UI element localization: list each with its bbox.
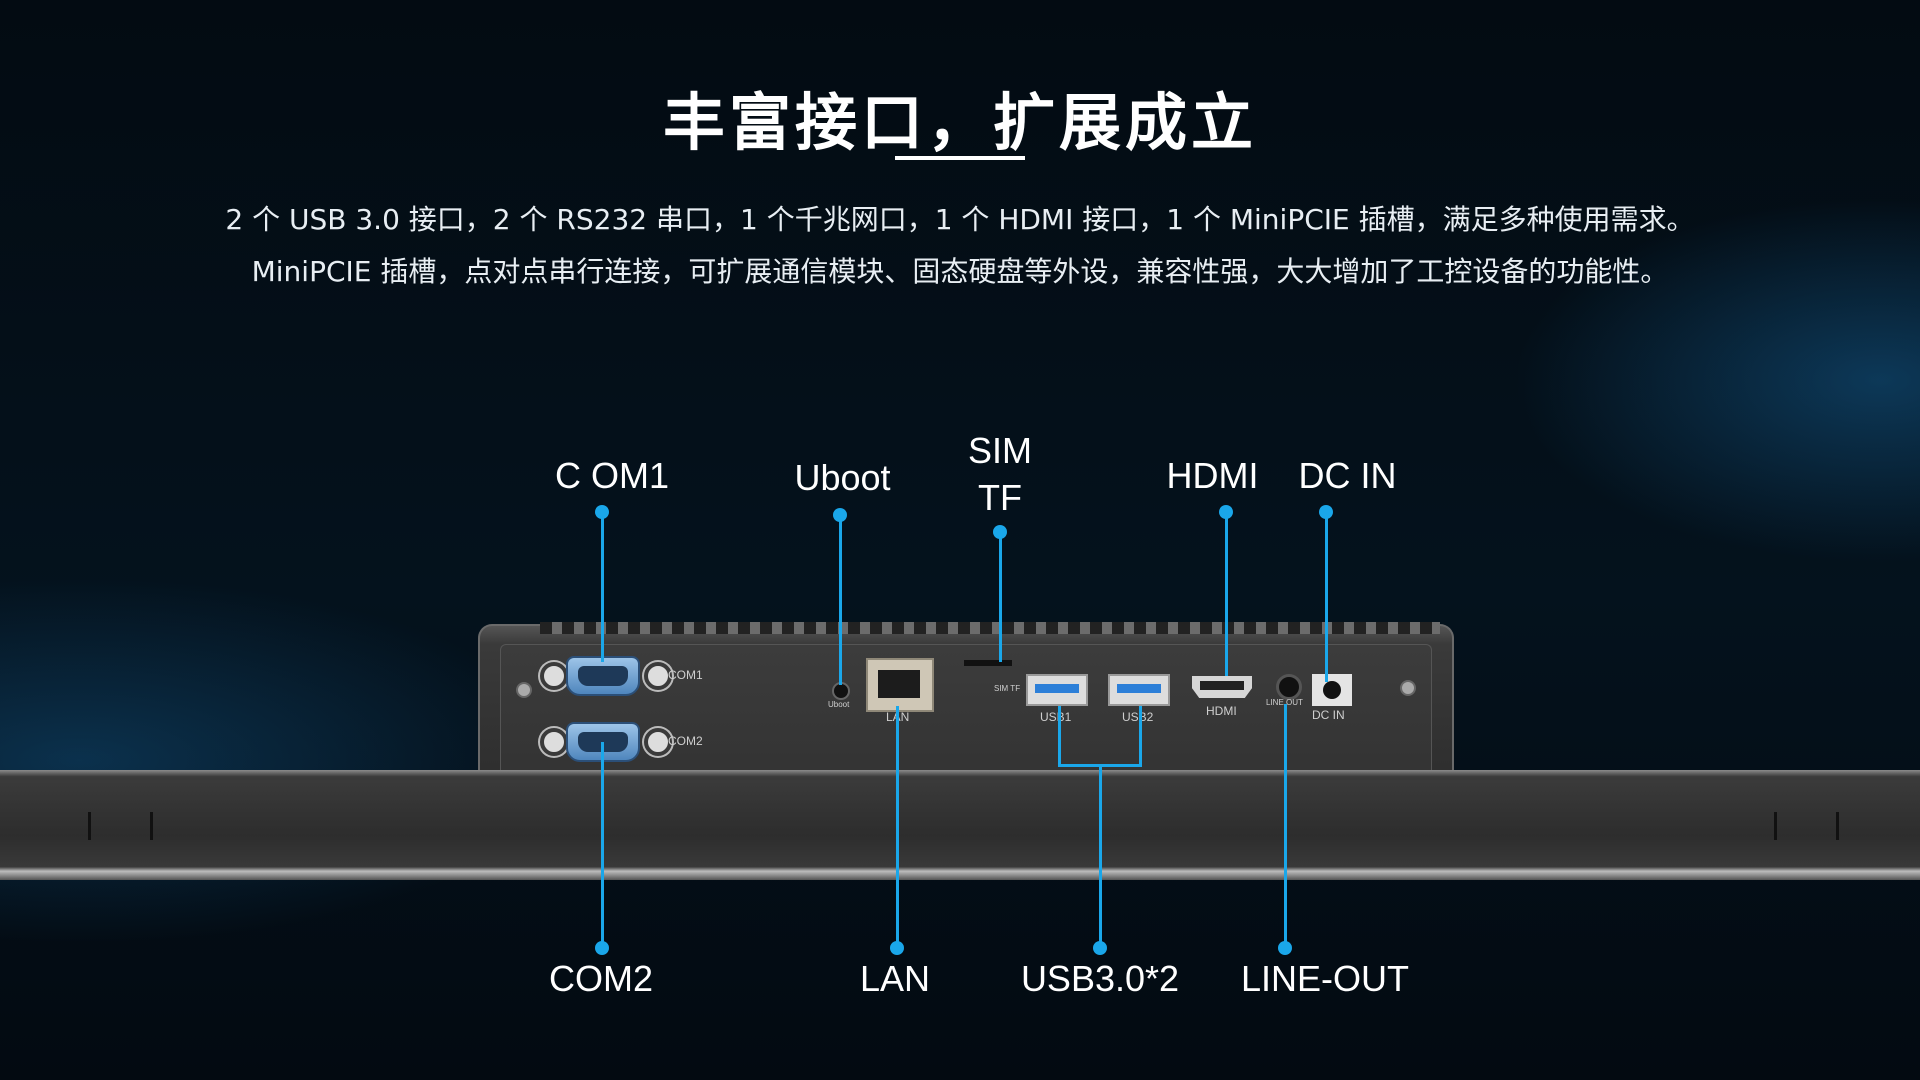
com1-port-icon bbox=[566, 656, 640, 696]
lan-port-icon bbox=[866, 658, 934, 712]
uboot-port-label: Uboot bbox=[828, 700, 850, 709]
base-slot bbox=[1836, 812, 1839, 840]
callout-hdmi-label: HDMI bbox=[1166, 455, 1259, 496]
callout-tf-label: TF bbox=[978, 477, 1022, 518]
usb1-port-icon bbox=[1026, 674, 1088, 706]
dcin-port-label: DC IN bbox=[1312, 708, 1345, 722]
usb2-port-icon bbox=[1108, 674, 1170, 706]
callout-lineout-line bbox=[1284, 704, 1287, 948]
callout-com1-label: C OM1 bbox=[555, 455, 670, 496]
lineout-port-label: LINE OUT bbox=[1266, 698, 1303, 707]
page-title: 丰富接口，扩展成立 bbox=[662, 86, 1257, 159]
screw-icon bbox=[1400, 680, 1416, 696]
callout-hdmi-line bbox=[1225, 512, 1228, 676]
callout-sim-line bbox=[999, 532, 1002, 662]
hdmi-port-label: HDMI bbox=[1206, 704, 1237, 718]
callout-usb-line bbox=[1099, 764, 1102, 948]
description-line-2: MiniPCIE 插槽，点对点串行连接，可扩展通信模块、固态硬盘等外设，兼容性强… bbox=[251, 255, 1669, 288]
standoff-icon bbox=[540, 662, 568, 690]
sim-slot-icon bbox=[964, 660, 1012, 666]
title-underline bbox=[895, 156, 1025, 160]
standoff-icon bbox=[644, 662, 672, 690]
callout-lineout-label: LINE-OUT bbox=[1240, 958, 1409, 999]
com1-port-label: COM1 bbox=[668, 668, 703, 682]
callout-usb-dot bbox=[1093, 941, 1107, 955]
callout-com2-line bbox=[601, 742, 604, 948]
base-slot bbox=[1774, 812, 1777, 840]
callout-uboot-line bbox=[839, 515, 842, 685]
standoff-icon bbox=[644, 728, 672, 756]
description-line-1: 2 个 USB 3.0 接口，2 个 RS232 串口，1 个千兆网口，1 个 … bbox=[225, 203, 1695, 236]
callout-usb2-line bbox=[1139, 706, 1142, 766]
usb2-port-label: USB2 bbox=[1122, 710, 1154, 724]
standoff-icon bbox=[540, 728, 568, 756]
base-slot bbox=[88, 812, 91, 840]
heatsink-fins bbox=[540, 622, 1440, 634]
hdmi-port-icon bbox=[1192, 676, 1252, 698]
callout-usb1-line bbox=[1058, 706, 1061, 766]
callout-com1-line bbox=[601, 512, 604, 662]
callout-sim-label: SIM bbox=[967, 430, 1032, 471]
screw-icon bbox=[516, 682, 532, 698]
base-slot bbox=[150, 812, 153, 840]
callout-com2-label: COM2 bbox=[548, 958, 653, 999]
callout-uboot-label: Uboot bbox=[794, 457, 891, 498]
callout-dcin-label: DC IN bbox=[1298, 455, 1397, 496]
usb1-port-label: USB1 bbox=[1040, 710, 1072, 724]
callout-dcin-line bbox=[1325, 512, 1328, 682]
dc-in-port-icon bbox=[1312, 674, 1352, 706]
callout-lan-line bbox=[896, 706, 899, 948]
callout-com2-dot bbox=[595, 941, 609, 955]
audio-jack-icon bbox=[1276, 674, 1302, 700]
callout-lineout-dot bbox=[1278, 941, 1292, 955]
callout-lan-dot bbox=[890, 941, 904, 955]
sim-port-label: SIM TF bbox=[994, 684, 1021, 693]
display-base bbox=[0, 770, 1920, 880]
callout-usb-label: USB3.0*2 bbox=[1020, 958, 1180, 999]
callout-lan-label: LAN bbox=[859, 958, 931, 999]
com2-port-label: COM2 bbox=[668, 734, 703, 748]
